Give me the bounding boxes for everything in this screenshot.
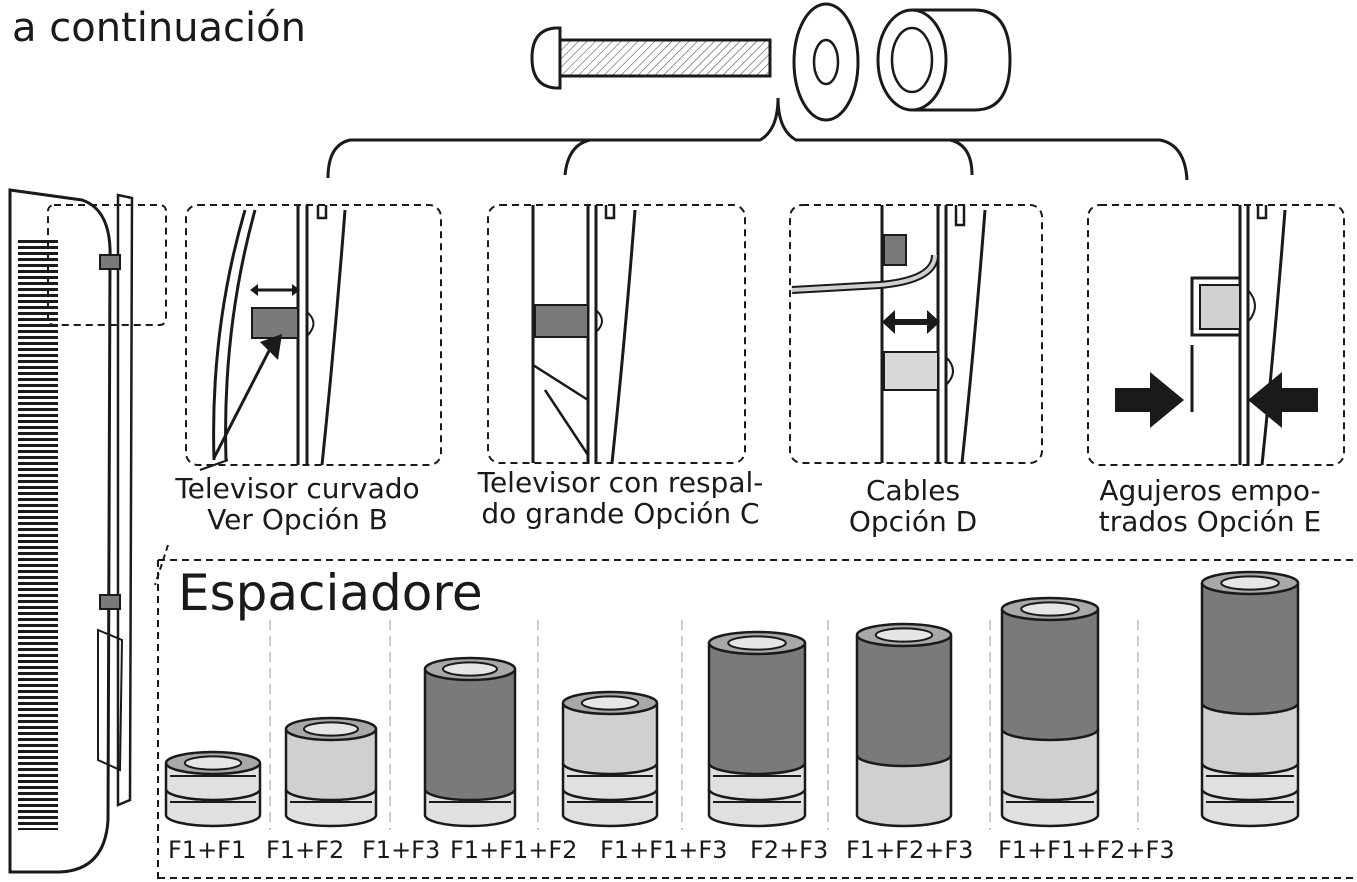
caption-d-line1: Cables: [865, 474, 961, 507]
heading: a continuación: [12, 5, 306, 51]
tv-side-view: [8, 188, 169, 874]
spacer-stacks: [164, 570, 1300, 828]
caption-d-line2: Opción D: [848, 504, 978, 538]
spacer-stack: [561, 690, 659, 828]
spacer-label: F1+F2+F3: [846, 836, 974, 864]
spacer-icon: [876, 8, 1012, 112]
spacer-stack: [423, 656, 517, 828]
caption-option-c: Televisor con respal- do grande Opción C: [448, 466, 793, 530]
caption-e-line1: Agujeros empo-: [1099, 474, 1321, 507]
caption-c-line2: do grande Opción C: [481, 496, 760, 530]
spacer-stack: [1000, 596, 1100, 828]
spacer-stack: [1200, 570, 1300, 828]
caption-option-b: Televisor curvado Ver Opción B: [155, 472, 440, 536]
spacer-stack: [707, 630, 807, 828]
caption-option-e: Agujeros empo- trados Opción E: [1072, 474, 1348, 538]
spacer-label: F1+F2: [266, 836, 345, 864]
screw-icon: [530, 26, 772, 90]
washer-icon: [792, 2, 860, 122]
spacer-stack: [855, 622, 953, 828]
spacer-stack: [284, 716, 378, 828]
option-e-panel: [1087, 204, 1345, 466]
spacer-label: F1+F1+F2: [450, 836, 578, 864]
spacer-label: F1+F1+F3: [600, 836, 728, 864]
option-c-panel: [487, 204, 746, 464]
caption-option-d: Cables Opción D: [795, 474, 1031, 538]
spacer-label: F1+F1+F2+F3: [998, 836, 1175, 864]
caption-b-line2: Ver Opción B: [207, 502, 388, 536]
option-b-panel: [185, 204, 442, 471]
caption-c-line1: Televisor con respal-: [477, 466, 764, 499]
option-d-panel: [789, 204, 1043, 464]
bracket: [326, 97, 1189, 181]
spacer-stack: [164, 750, 262, 828]
caption-b-line1: Televisor curvado: [175, 472, 420, 505]
spacer-label: F1+F3: [362, 836, 441, 864]
spacer-label: F1+F1: [168, 836, 247, 864]
spacer-label: F2+F3: [750, 836, 829, 864]
spacer-dividers: [269, 620, 1139, 830]
spacer-section-title: Espaciadore: [178, 564, 483, 622]
caption-e-line2: trados Opción E: [1098, 504, 1322, 538]
spacer-section-frame: [157, 559, 1357, 882]
